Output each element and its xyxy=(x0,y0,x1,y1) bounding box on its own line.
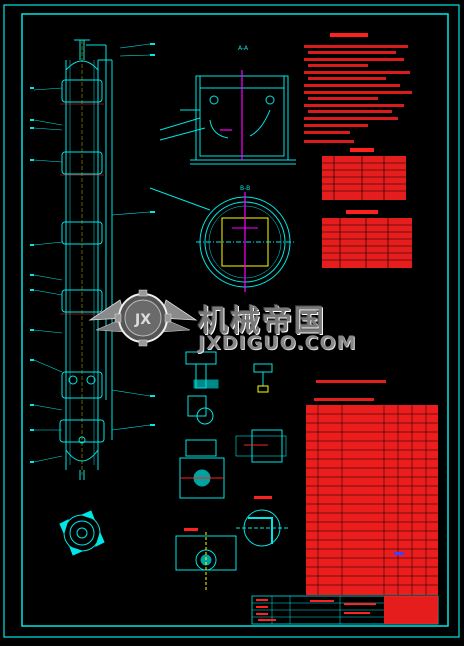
view-label-b-b: B-B xyxy=(240,185,250,192)
detail-views xyxy=(59,351,288,590)
column-leaders xyxy=(33,43,151,463)
watermark-url: JXDIGUO.COM xyxy=(198,332,357,354)
title-block xyxy=(251,595,439,625)
design-data-table xyxy=(322,210,412,268)
column-vessel xyxy=(65,39,113,480)
nozzle-table xyxy=(322,148,406,200)
watermark-logo: JX xyxy=(88,289,198,347)
column-dimension-marks xyxy=(30,43,155,463)
column-flanges xyxy=(59,79,105,444)
technical-requirements-block xyxy=(304,33,412,143)
watermark-logo-text: JX xyxy=(134,312,151,328)
sheet-outer-border xyxy=(3,4,460,638)
misc-red-notes xyxy=(184,398,374,531)
section-view-a-a xyxy=(159,70,296,165)
column-red-marks xyxy=(60,103,104,315)
sheet-inner-border xyxy=(21,13,449,627)
section-view-b-b xyxy=(149,187,294,292)
watermark-title: 机械帝国 xyxy=(198,304,326,339)
view-label-a-a: A-A xyxy=(238,45,249,52)
parts-list-table xyxy=(306,380,438,595)
